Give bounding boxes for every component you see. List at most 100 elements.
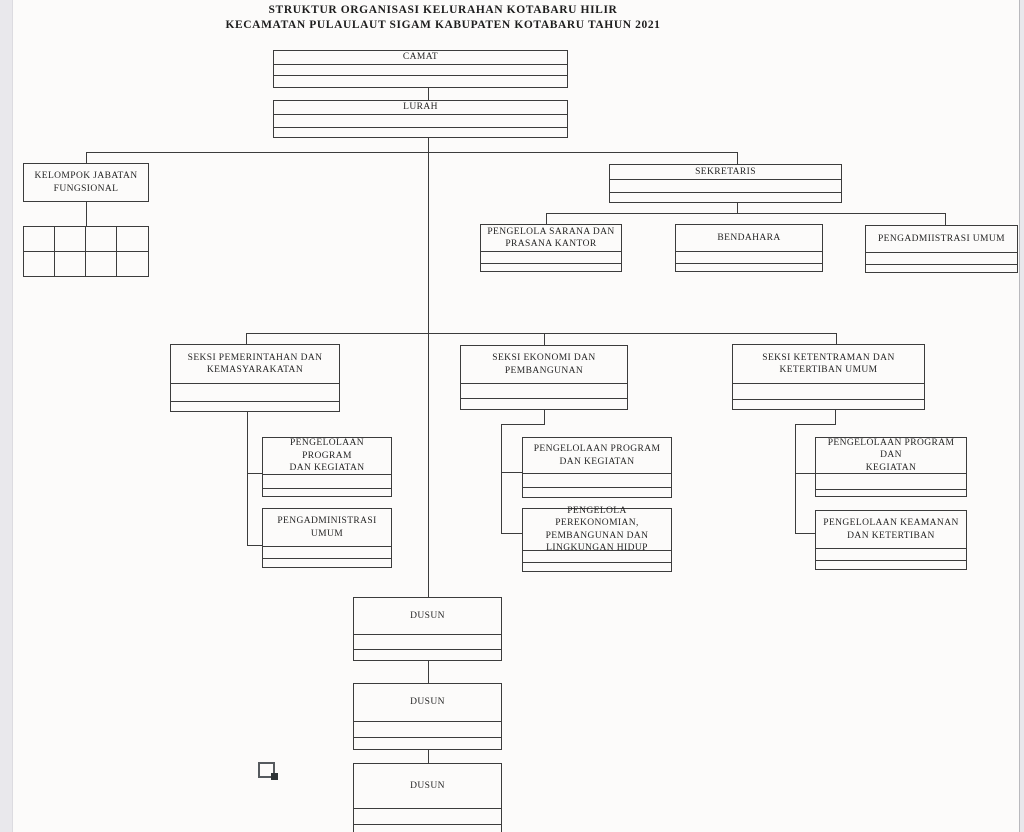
empty-row — [523, 487, 671, 497]
org-box-pengelolaan-program-3: PENGELOLAAN PROGRAM DAN KEGIATAN — [815, 437, 967, 497]
empty-row — [354, 808, 501, 824]
connector-mid-branch2 — [501, 533, 522, 535]
org-box-pengelola-sarana: PENGELOLA SARANA DAN PRASANA KANTOR — [480, 224, 622, 272]
connector-right-branch2 — [795, 533, 815, 535]
org-box-seksi-pemerintahan-label: SEKSI PEMERINTAHAN DAN KEMASYARAKATAN — [187, 352, 323, 375]
left-page-margin — [0, 0, 13, 832]
empty-row — [481, 263, 621, 271]
empty-row — [171, 383, 339, 401]
connector-sekretaris-down — [737, 202, 739, 214]
chart-title-line1: STRUKTUR ORGANISASI KELURAHAN KOTABARU H… — [268, 4, 618, 16]
org-box-lurah: LURAH — [273, 100, 568, 138]
org-box-pengelola-sarana-label: PENGELOLA SARANA DAN PRASANA KANTOR — [487, 226, 615, 249]
empty-row — [866, 264, 1017, 272]
empty-row — [461, 398, 627, 409]
connector-right-branch1 — [795, 473, 815, 475]
connector-mid-subtrunk — [501, 424, 503, 534]
connector-right-subtrunk — [795, 424, 797, 534]
empty-row — [263, 546, 391, 558]
org-box-seksi-ekonomi: SEKSI EKONOMI DAN PEMBANGUNAN — [460, 345, 628, 410]
empty-row — [733, 399, 924, 409]
empty-row — [866, 252, 1017, 264]
empty-row — [274, 127, 567, 137]
empty-row — [481, 251, 621, 263]
org-box-seksi-ketentraman: SEKSI KETENTRAMAN DAN KETERTIBAN UMUM — [732, 344, 925, 410]
org-box-pengelolaan-program-1: PENGELOLAAN PROGRAM DAN KEGIATAN — [262, 437, 392, 497]
org-box-bendahara-label: BENDAHARA — [717, 232, 781, 243]
connector-sekretariat-horizontal — [546, 213, 946, 215]
connector-stub-pengelola-sarana — [546, 213, 548, 224]
org-box-pengelola-perekonomian: PENGELOLA PEREKONOMIAN, PEMBANGUNAN DAN … — [522, 505, 672, 572]
grid-cell — [117, 227, 148, 252]
org-box-dusun-3-label: DUSUN — [410, 780, 445, 791]
connector-stub-kelompok — [86, 152, 88, 163]
connector-left-subtrunk — [247, 411, 249, 546]
empty-row — [676, 263, 822, 271]
connector-stub-seksi-pemerintahan — [246, 333, 248, 344]
org-box-bendahara: BENDAHARA — [675, 224, 823, 272]
empty-row — [523, 473, 671, 487]
org-box-seksi-ekonomi-label: SEKSI EKONOMI DAN PEMBANGUNAN — [492, 353, 596, 376]
org-box-pengadmiistrasi-umum: PENGADMIISTRASI UMUM — [865, 225, 1018, 273]
grid-cell — [86, 251, 117, 276]
selection-handle[interactable] — [271, 773, 278, 780]
empty-row — [610, 192, 841, 202]
chart-title: STRUKTUR ORGANISASI KELURAHAN KOTABARU H… — [123, 3, 763, 33]
empty-row — [274, 114, 567, 127]
org-box-camat-label: CAMAT — [402, 52, 439, 63]
org-box-lurah-label: LURAH — [403, 102, 438, 113]
connector-main-trunk — [428, 138, 430, 597]
org-box-sekretaris: SEKRETARIS — [609, 164, 842, 203]
empty-row — [733, 383, 924, 399]
org-box-pengelolaan-program-2: PENGELOLAAN PROGRAM DAN KEGIATAN — [522, 437, 672, 498]
org-box-dusun-2-label: DUSUN — [410, 697, 445, 708]
org-box-pengadmiistrasi-umum-label: PENGADMIISTRASI UMUM — [877, 233, 1006, 244]
connector-level1-horizontal — [86, 152, 738, 154]
connector-mid-stub-down — [544, 410, 546, 425]
grid-cell — [117, 252, 148, 277]
empty-row — [354, 824, 501, 832]
empty-row — [816, 489, 966, 496]
org-box-kelompok-jabatan-label: KELOMPOK JABATAN FUNGSIONAL — [34, 171, 138, 194]
org-box-pengelolaan-program-2-label: PENGELOLAAN PROGRAM DAN KEGIATAN — [533, 444, 661, 467]
connector-dusun1-dusun2 — [428, 661, 430, 683]
org-box-pengelola-perekonomian-label: PENGELOLA PEREKONOMIAN, PEMBANGUNAN DAN … — [545, 505, 649, 553]
org-box-sekretaris-label: SEKRETARIS — [695, 166, 756, 177]
fungsional-grid — [23, 226, 149, 277]
right-page-margin — [1019, 0, 1024, 832]
org-box-dusun-3: DUSUN — [353, 763, 502, 832]
org-box-seksi-ketentraman-label: SEKSI KETENTRAMAN DAN KETERTIBAN UMUM — [762, 352, 895, 375]
connector-dusun2-dusun3 — [428, 750, 430, 763]
grid-cell — [55, 227, 86, 252]
org-box-seksi-pemerintahan: SEKSI PEMERINTAHAN DAN KEMASYARAKATAN — [170, 344, 340, 412]
empty-row — [816, 548, 966, 560]
connector-mid-branch1 — [501, 472, 522, 474]
selection-square-artifact[interactable] — [258, 762, 275, 778]
org-box-pengelolaan-keamanan: PENGELOLAAN KEAMANAN DAN KETERTIBAN — [815, 510, 967, 570]
connector-left-branch1 — [247, 473, 262, 475]
grid-cell — [55, 251, 86, 276]
connector-mid-jog — [501, 424, 545, 426]
connector-left-branch2 — [247, 545, 262, 547]
empty-row — [354, 737, 501, 749]
empty-row — [263, 558, 391, 567]
empty-row — [354, 649, 501, 660]
empty-row — [523, 562, 671, 571]
grid-cell — [86, 227, 117, 252]
connector-stub-pengadmiistrasi — [945, 213, 947, 225]
empty-row — [263, 488, 391, 496]
empty-row — [171, 401, 339, 411]
org-box-dusun-2: DUSUN — [353, 683, 502, 750]
org-box-pengadministrasi-umum: PENGADMINISTRASI UMUM — [262, 508, 392, 568]
org-box-camat: CAMAT — [273, 50, 568, 88]
org-box-dusun-1: DUSUN — [353, 597, 502, 661]
empty-row — [816, 560, 966, 569]
empty-row — [263, 474, 391, 488]
empty-row — [816, 473, 966, 489]
org-box-pengelolaan-program-3-label: PENGELOLAAN PROGRAM DAN KEGIATAN — [827, 437, 955, 473]
grid-cell — [24, 227, 55, 252]
empty-row — [354, 721, 501, 737]
connector-stub-seksi-ketentraman — [836, 333, 838, 344]
empty-row — [610, 179, 841, 192]
